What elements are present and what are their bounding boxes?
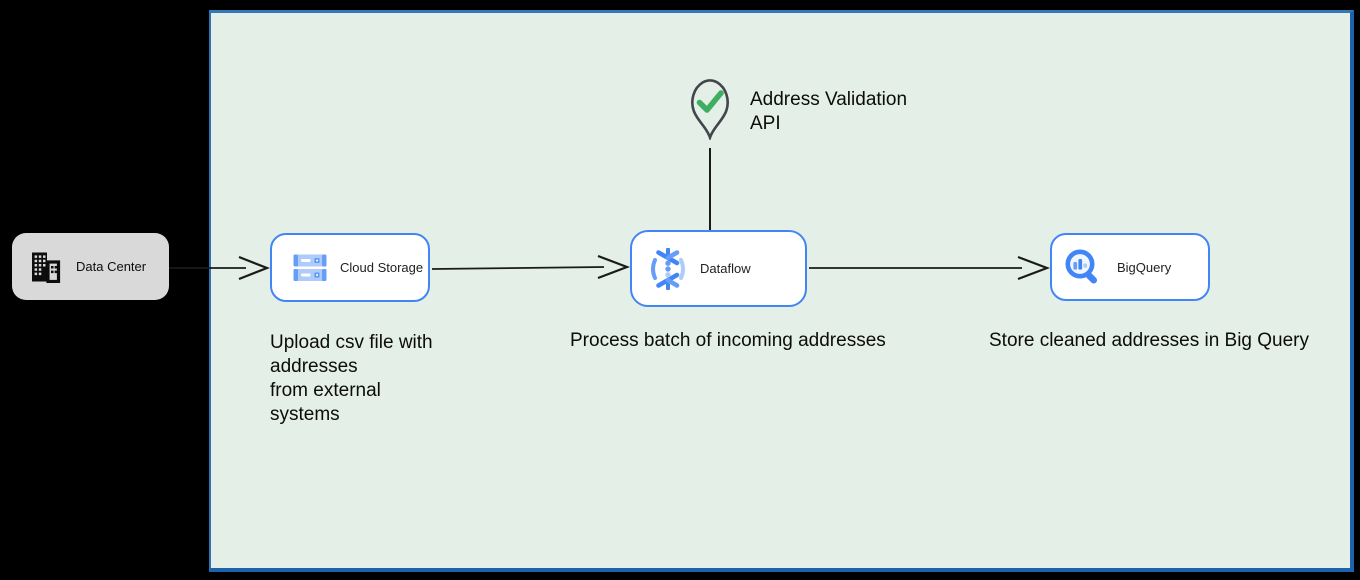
node-data-center[interactable]: Data Center	[12, 233, 169, 300]
cloud-storage-icon	[293, 253, 327, 283]
caption-bigquery: Store cleaned addresses in Big Query	[989, 330, 1310, 351]
caption-cloud-storage: Upload csv file with addresses from exte…	[270, 332, 433, 425]
node-label-cloud-storage: Cloud Storage	[340, 260, 424, 275]
node-label-dataflow: Dataflow	[700, 261, 751, 276]
node-dataflow[interactable]: Dataflow	[630, 230, 807, 307]
location-pin-check-icon	[687, 76, 733, 142]
building-icon	[29, 251, 61, 283]
caption-dataflow: Process batch of incoming addresses	[570, 330, 886, 351]
node-label-bigquery: BigQuery	[1117, 259, 1172, 275]
bigquery-icon	[1063, 247, 1103, 287]
node-cloud-storage[interactable]: Cloud Storage	[270, 233, 430, 302]
marker-label: Address Validation API	[750, 89, 908, 134]
node-bigquery[interactable]: BigQuery	[1050, 233, 1210, 301]
dataflow-icon	[649, 247, 687, 290]
node-label-data-center: Data Center	[76, 259, 147, 274]
